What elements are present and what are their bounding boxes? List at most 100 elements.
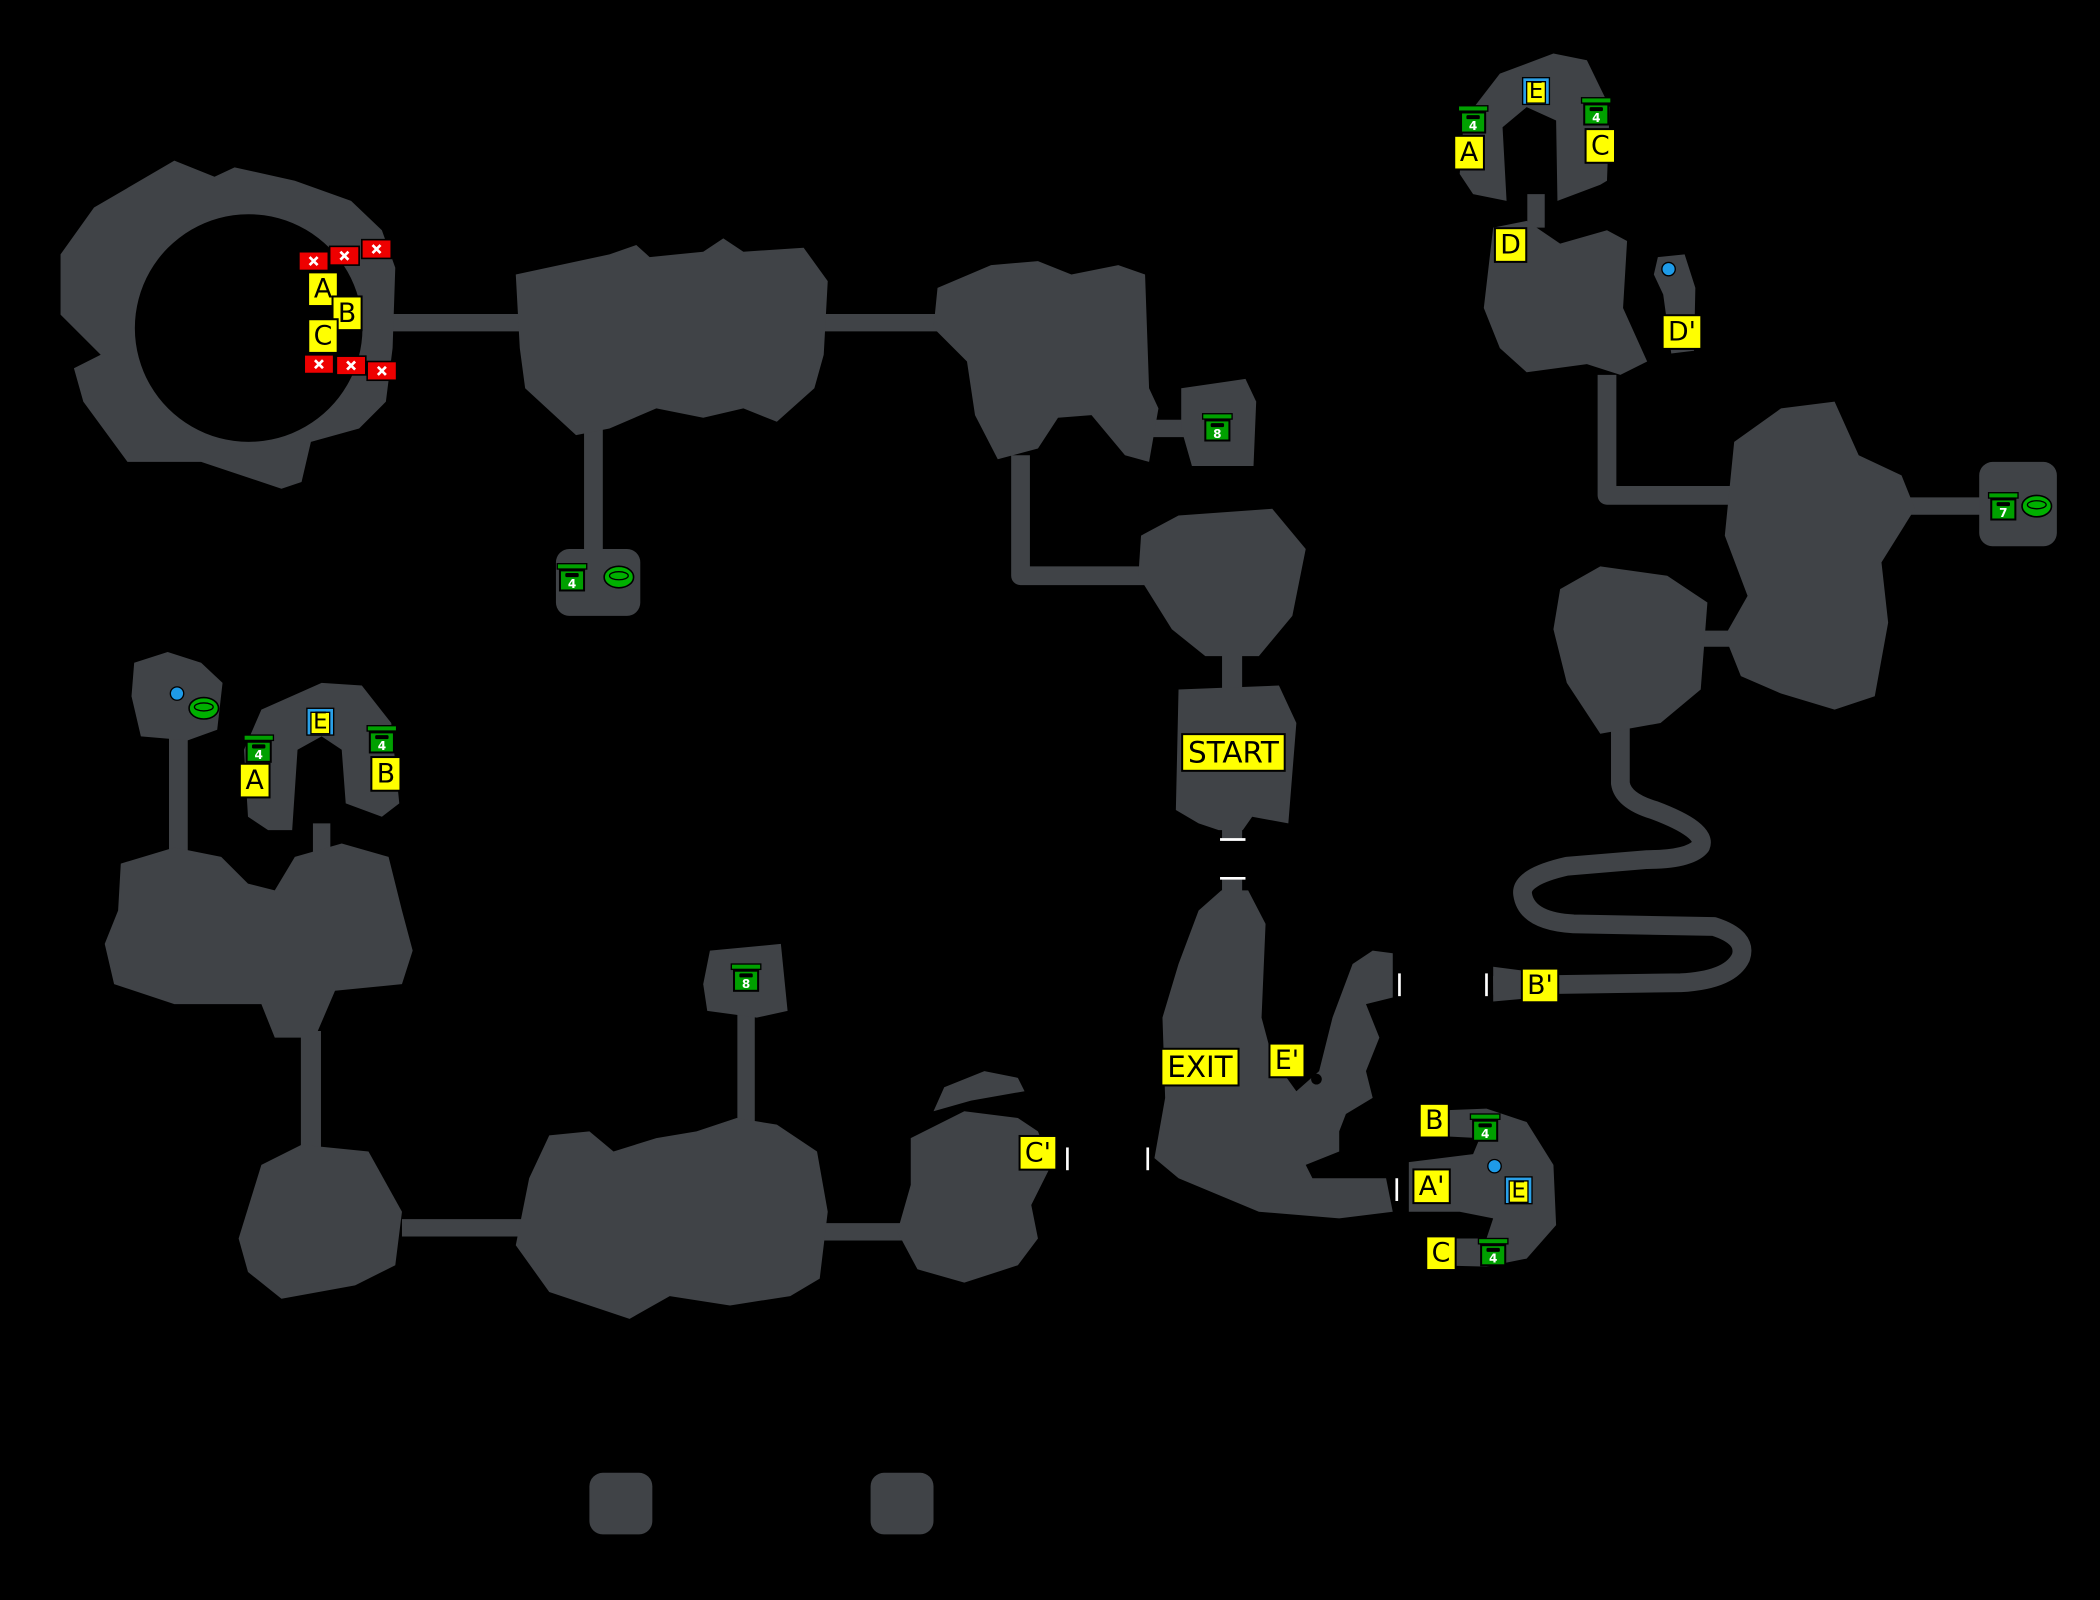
top-right-cap: [1459, 53, 1610, 201]
chest-icon[interactable]: 4: [556, 563, 588, 592]
label-b: B: [1418, 1102, 1450, 1139]
chest-room-7: [1979, 461, 2057, 547]
svg-text:B: B: [377, 758, 395, 789]
svg-text:E: E: [1511, 1177, 1525, 1203]
svg-text:8: 8: [742, 977, 750, 991]
svg-text:START: START: [1188, 735, 1280, 769]
ring-icon[interactable]: [188, 696, 220, 720]
antechamber: [1138, 508, 1306, 657]
chest-icon[interactable]: 4: [1477, 1237, 1509, 1267]
blue-dot-icon: [169, 686, 185, 701]
svg-text:C: C: [314, 321, 333, 352]
label-d-prime: D': [1661, 314, 1703, 350]
label-b: B: [370, 756, 402, 792]
chest-icon[interactable]: 4: [243, 734, 275, 763]
svg-text:A: A: [1460, 137, 1479, 168]
chest-icon[interactable]: 8: [730, 963, 762, 992]
trap-icon: [366, 360, 398, 382]
exit-room: [1154, 890, 1393, 1219]
svg-text:C': C': [1025, 1137, 1051, 1168]
svg-text:4: 4: [1489, 1252, 1497, 1266]
ring-room: [60, 160, 396, 489]
label-c: C: [1584, 128, 1617, 164]
svg-text:A': A': [1419, 1171, 1445, 1202]
chest-icon[interactable]: 4: [1580, 97, 1612, 126]
south-east-hall: [897, 1111, 1052, 1283]
chest-icon[interactable]: 8: [1201, 413, 1233, 442]
ring-icon[interactable]: [603, 565, 635, 589]
trap-icon: [335, 355, 367, 376]
svg-text:A: A: [314, 274, 333, 305]
svg-text:B: B: [1425, 1105, 1443, 1136]
south-east-fragment: [933, 1071, 1025, 1112]
svg-text:A: A: [246, 765, 265, 796]
label-b: B: [331, 295, 363, 332]
warps: E E E: [306, 76, 1551, 1205]
north-east-hall: [933, 261, 1159, 462]
label-d: D: [1493, 227, 1528, 263]
east-side-room: [1553, 566, 1708, 734]
labels: A B C A C D D' START EXIT E' B' C' B A' …: [238, 128, 1703, 1272]
ring-icon[interactable]: [2021, 494, 2053, 518]
svg-text:EXIT: EXIT: [1167, 1050, 1233, 1084]
svg-text:D': D': [1668, 317, 1696, 348]
svg-text:7: 7: [1999, 506, 2007, 520]
traps: [298, 238, 398, 382]
label-c-prime: C': [1018, 1134, 1058, 1171]
svg-text:C: C: [1432, 1238, 1451, 1269]
north-hall: [515, 238, 828, 436]
label-a: A: [1453, 134, 1485, 171]
label-c: C: [1425, 1235, 1457, 1272]
isolated-room-1: [589, 1472, 653, 1535]
rings: [188, 494, 2053, 720]
svg-text:D: D: [1500, 230, 1521, 261]
svg-text:E: E: [1529, 78, 1543, 104]
label-e-prime: E': [1268, 1042, 1306, 1079]
warp-e-icon: E: [1504, 1176, 1533, 1205]
chests: 4 4 4 4 4 4 8 4 7 8: [243, 97, 2019, 1267]
svg-text:4: 4: [1592, 111, 1600, 125]
south-hall: [515, 1117, 828, 1319]
svg-text:4: 4: [1469, 119, 1477, 133]
svg-text:4: 4: [255, 748, 263, 762]
isolated-room-2: [870, 1472, 934, 1535]
label-b-prime: B': [1520, 967, 1560, 1004]
warp-e-icon: E: [306, 707, 335, 736]
svg-text:E': E': [1275, 1045, 1299, 1076]
trap-icon: [298, 250, 330, 272]
trap-icon: [328, 245, 360, 266]
chest-icon[interactable]: 4: [1469, 1113, 1501, 1142]
trap-icon: [303, 354, 335, 375]
label-a: A: [238, 762, 271, 799]
west-cap: [243, 682, 400, 831]
blue-markers: [169, 261, 1676, 1174]
label-a: A: [307, 271, 339, 308]
south-west-room: [238, 1144, 402, 1299]
label-c: C: [307, 318, 339, 354]
chest-icon[interactable]: 7: [1987, 492, 2019, 521]
rooms: [60, 53, 2057, 1535]
label-a-prime: A': [1412, 1168, 1451, 1205]
west-hall: [104, 843, 413, 1038]
trap-icon: [360, 238, 393, 260]
svg-text:B: B: [338, 298, 356, 329]
svg-text:C: C: [1591, 130, 1610, 161]
pit: [1311, 1073, 1322, 1085]
chest-icon[interactable]: 4: [366, 725, 398, 754]
blue-dot-icon: [1661, 261, 1676, 277]
exit-label: EXIT: [1160, 1047, 1240, 1087]
blue-dot-icon: [1487, 1158, 1502, 1174]
svg-text:8: 8: [1213, 427, 1221, 441]
south-east-room: [1408, 1108, 1557, 1267]
svg-text:4: 4: [378, 739, 386, 753]
warp-e-icon: E: [1521, 76, 1551, 106]
svg-text:E: E: [313, 709, 327, 735]
svg-text:B': B': [1527, 970, 1553, 1001]
start-label: START: [1181, 733, 1286, 772]
chest-icon[interactable]: 4: [1457, 105, 1489, 134]
doors: [1066, 838, 1488, 1202]
svg-text:4: 4: [1481, 1127, 1489, 1141]
svg-text:4: 4: [568, 577, 576, 591]
